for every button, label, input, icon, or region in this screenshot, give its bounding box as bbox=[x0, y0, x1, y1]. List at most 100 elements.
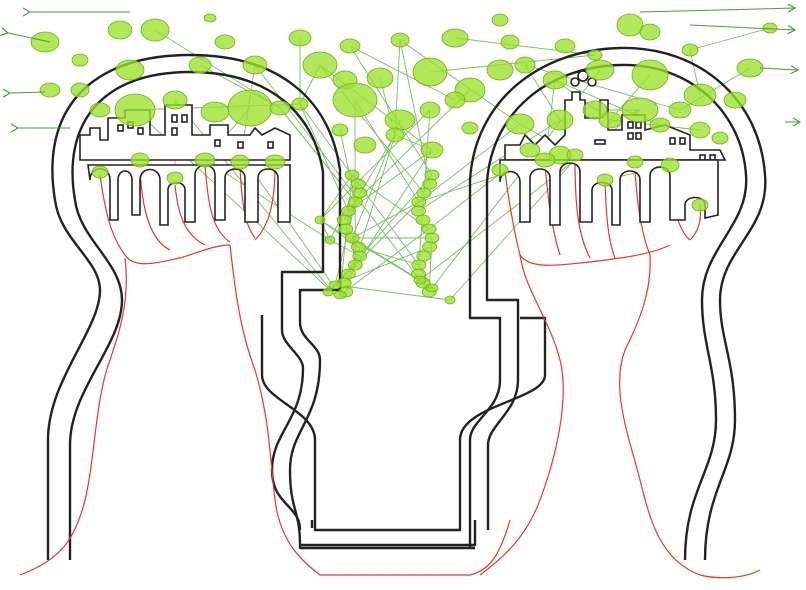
network-node bbox=[195, 153, 215, 167]
network-node bbox=[583, 101, 607, 119]
network-node bbox=[543, 71, 567, 89]
network-node bbox=[712, 132, 728, 144]
network-node bbox=[31, 32, 59, 52]
network-node bbox=[737, 59, 763, 77]
network-node bbox=[506, 114, 534, 134]
network-node bbox=[640, 24, 660, 40]
network-node bbox=[385, 110, 415, 130]
network-node bbox=[416, 215, 430, 225]
network-node bbox=[333, 83, 377, 117]
network-node bbox=[325, 236, 335, 244]
network-node bbox=[90, 103, 110, 117]
network-node bbox=[724, 92, 746, 108]
network-node bbox=[690, 122, 710, 138]
network-node bbox=[315, 216, 325, 224]
network-node bbox=[692, 199, 708, 211]
network-node bbox=[204, 14, 216, 22]
network-node bbox=[367, 68, 393, 88]
network-node bbox=[40, 83, 60, 97]
network-node bbox=[661, 158, 679, 172]
network-node bbox=[547, 110, 573, 130]
network-node bbox=[71, 83, 89, 97]
network-node bbox=[414, 276, 426, 284]
network-node bbox=[412, 206, 426, 216]
network-node bbox=[445, 296, 455, 304]
network-node bbox=[567, 149, 583, 161]
network-link bbox=[690, 28, 770, 50]
network-node bbox=[442, 29, 468, 47]
network-node bbox=[201, 102, 229, 122]
network-node bbox=[289, 30, 311, 46]
network-node bbox=[597, 174, 613, 186]
network-node bbox=[243, 56, 267, 74]
network-node bbox=[115, 94, 155, 126]
network-node bbox=[141, 19, 169, 41]
network-node bbox=[215, 35, 235, 49]
network-node bbox=[332, 124, 348, 136]
network-node bbox=[622, 98, 658, 122]
network-node bbox=[265, 155, 285, 169]
network-node bbox=[353, 188, 367, 198]
network-link bbox=[245, 160, 340, 295]
network-node bbox=[270, 101, 290, 115]
network-node bbox=[386, 128, 404, 142]
network-node bbox=[535, 153, 555, 167]
network-node bbox=[92, 166, 108, 178]
network-node bbox=[425, 233, 439, 243]
network-node bbox=[348, 260, 362, 270]
network-node bbox=[763, 23, 777, 33]
network-node bbox=[341, 269, 355, 279]
network-node bbox=[423, 179, 437, 189]
network-node bbox=[501, 35, 519, 49]
network-node bbox=[340, 39, 360, 53]
network-node bbox=[189, 57, 211, 73]
network-node bbox=[353, 251, 367, 261]
network-node bbox=[351, 242, 365, 252]
network-node bbox=[650, 118, 670, 132]
network-node bbox=[351, 179, 365, 189]
network-node bbox=[669, 102, 691, 118]
network-node bbox=[323, 288, 333, 296]
network-node bbox=[345, 170, 359, 180]
network-node bbox=[345, 233, 359, 243]
network-node bbox=[334, 291, 346, 299]
network-node bbox=[231, 155, 249, 169]
network-node bbox=[337, 215, 351, 225]
network-node bbox=[586, 60, 614, 80]
center-neck-outline bbox=[262, 315, 545, 548]
network-node bbox=[341, 206, 355, 216]
network-node bbox=[520, 143, 540, 157]
network-node bbox=[445, 92, 465, 108]
network-node bbox=[167, 172, 183, 184]
network-node bbox=[292, 98, 308, 110]
network-link bbox=[358, 247, 418, 265]
network-node bbox=[348, 197, 362, 207]
network-node bbox=[425, 170, 439, 180]
network-node bbox=[108, 21, 132, 39]
network-node bbox=[423, 242, 437, 252]
network-node bbox=[515, 57, 535, 73]
network-node bbox=[412, 197, 426, 207]
network-node bbox=[492, 14, 508, 26]
network-node bbox=[420, 102, 440, 118]
network-node bbox=[617, 14, 643, 36]
network-node bbox=[627, 156, 643, 168]
network-node bbox=[588, 50, 602, 60]
network-node bbox=[555, 39, 575, 53]
network-node bbox=[131, 153, 149, 167]
network-node bbox=[487, 60, 513, 80]
network-node bbox=[682, 44, 698, 56]
network-node bbox=[413, 58, 447, 86]
network-node bbox=[354, 137, 376, 153]
network-node bbox=[417, 251, 431, 261]
network-node bbox=[684, 84, 716, 106]
network-node bbox=[412, 260, 426, 270]
network-node bbox=[391, 33, 409, 47]
network-node bbox=[329, 281, 341, 289]
network-node bbox=[417, 188, 431, 198]
network-node bbox=[422, 224, 436, 234]
network-node bbox=[116, 60, 144, 80]
network-link bbox=[280, 108, 355, 202]
